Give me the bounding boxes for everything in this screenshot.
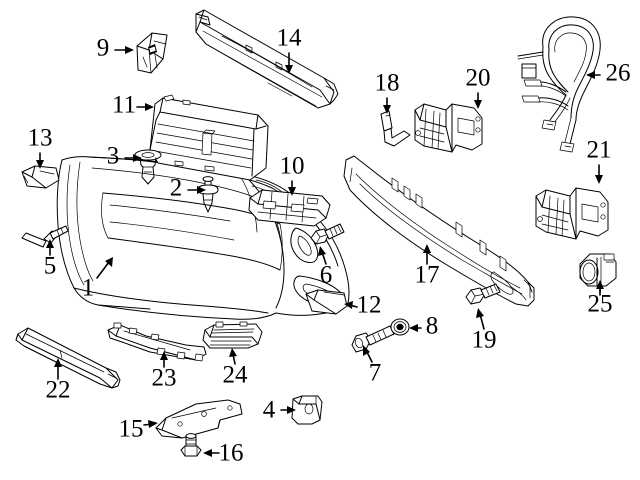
callout-label-19: 19 (472, 327, 497, 354)
part-lower-deflector-bracket (155, 399, 243, 439)
callout-label-10: 10 (280, 153, 305, 180)
part-push-pin-clip (134, 149, 162, 185)
part-side-mount-bracket-left (248, 189, 331, 227)
part-crush-box-right (414, 103, 483, 153)
part-upper-end-bracket (136, 32, 168, 74)
callout-label-11: 11 (112, 92, 136, 119)
callout-label-8: 8 (426, 313, 439, 340)
part-flange-screw (180, 433, 202, 457)
part-radiator-grille (149, 94, 269, 181)
part-sensor-wiring-harness (517, 16, 601, 153)
callout-label-21: 21 (587, 137, 612, 164)
part-push-retainer-clip (197, 176, 219, 213)
part-socket-head-bolt (351, 325, 395, 353)
callout-label-13: 13 (28, 125, 53, 152)
part-corner-bracket (291, 395, 323, 425)
part-impact-reinforcement-bar (343, 155, 535, 307)
callout-label-14: 14 (277, 25, 303, 52)
callout-label-15: 15 (119, 416, 144, 443)
callout-label-18: 18 (375, 70, 400, 97)
callout-label-23: 23 (152, 365, 177, 392)
part-end-cap-trim (21, 165, 60, 189)
part-retainer-bracket (380, 110, 411, 147)
callout-label-12: 12 (357, 292, 382, 319)
part-grille-insert-mesh (202, 321, 263, 349)
callout-label-3: 3 (107, 143, 120, 170)
callout-label-16: 16 (219, 440, 244, 467)
callout-label-25: 25 (588, 291, 613, 318)
part-park-assist-sensor (579, 253, 617, 287)
callout-leaders (36, 46, 604, 457)
part-bumper-cover (56, 156, 350, 320)
part-lower-grille-molding (107, 322, 207, 362)
callout-label-20: 20 (466, 65, 491, 92)
callout-label-9: 9 (97, 35, 110, 62)
part-crush-box-left (535, 187, 609, 240)
callout-number-labels: 1 2 3 4 5 6 7 8 9 10 11 12 13 14 15 16 1… (28, 25, 631, 467)
part-tow-eye-cover (305, 289, 348, 315)
callout-label-4: 4 (263, 397, 276, 424)
callout-label-17: 17 (415, 262, 440, 289)
callout-label-6: 6 (320, 262, 333, 289)
callout-label-26: 26 (606, 60, 631, 87)
part-hex-flange-bolt (310, 223, 345, 245)
callout-label-2: 2 (170, 175, 183, 202)
part-washer-grommet (390, 318, 410, 336)
callout-label-24: 24 (223, 362, 249, 389)
part-air-deflector-strip (15, 327, 121, 389)
callout-label-7: 7 (369, 360, 382, 387)
part-stud-bolt (21, 225, 69, 248)
callout-label-5: 5 (44, 253, 57, 280)
part-hex-bolt (465, 283, 501, 305)
part-upper-radiator-support (195, 9, 339, 109)
callout-label-1: 1 (82, 275, 95, 302)
callout-label-22: 22 (46, 377, 71, 404)
